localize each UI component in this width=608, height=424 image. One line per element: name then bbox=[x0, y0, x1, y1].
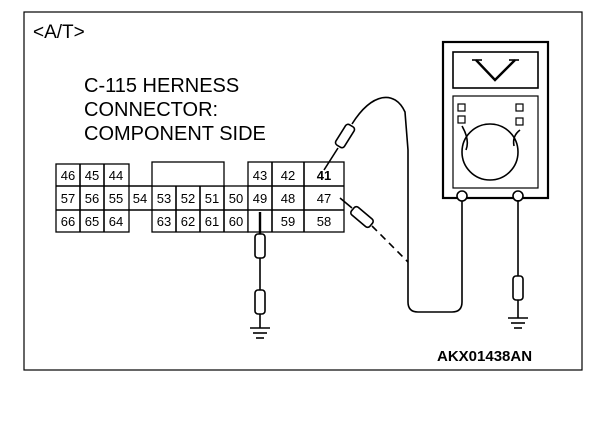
connector-title-line-2: CONNECTOR: bbox=[84, 99, 218, 121]
pin-label: 66 bbox=[61, 214, 75, 229]
pin-label: 53 bbox=[157, 191, 171, 206]
pin-label: 58 bbox=[317, 214, 331, 229]
probe-lead-pin-41 bbox=[323, 96, 463, 313]
meter-ground-lead bbox=[508, 200, 528, 329]
probe-tip bbox=[254, 233, 266, 259]
pin-label: 63 bbox=[157, 214, 171, 229]
meter-terminal-negative bbox=[512, 190, 524, 202]
connector-title-line-1: C-115 HERNESS bbox=[84, 75, 239, 97]
probe-tip bbox=[350, 205, 374, 229]
pin-label-41: 41 bbox=[317, 168, 331, 183]
pin-label: 55 bbox=[109, 191, 123, 206]
connector-latch bbox=[151, 161, 225, 187]
pin-label: 60 bbox=[229, 214, 243, 229]
pin-label: 64 bbox=[109, 214, 123, 229]
probe-lead-pin-47 bbox=[339, 197, 409, 263]
pin-label: 45 bbox=[85, 168, 99, 183]
pin-label: 51 bbox=[205, 191, 219, 206]
pin-label: 56 bbox=[85, 191, 99, 206]
connector-body-right bbox=[247, 161, 345, 233]
pin-label: 43 bbox=[253, 168, 267, 183]
harness-connector: 46 45 44 57 56 55 54 66 65 64 53 52 51 5… bbox=[55, 161, 345, 233]
pin-label: 54 bbox=[133, 191, 147, 206]
pin-label: 65 bbox=[85, 214, 99, 229]
probe-tip bbox=[512, 275, 524, 301]
connector-title-line-3: COMPONENT SIDE bbox=[84, 123, 266, 145]
pin-label: 48 bbox=[281, 191, 295, 206]
pin-label: 57 bbox=[61, 191, 75, 206]
connector-body-left bbox=[55, 163, 130, 233]
pin-label: 44 bbox=[109, 168, 123, 183]
ground-lead-pin-49 bbox=[250, 212, 270, 339]
pin-label: 50 bbox=[229, 191, 243, 206]
meter-display bbox=[452, 51, 539, 89]
pin-label: 46 bbox=[61, 168, 75, 183]
pin-label: 52 bbox=[181, 191, 195, 206]
pin-label-47: 47 bbox=[317, 191, 331, 206]
probe-tip bbox=[254, 289, 266, 315]
system-label: <A/T> bbox=[33, 22, 85, 43]
connector-title: C-115 HERNESS CONNECTOR: COMPONENT SIDE bbox=[84, 75, 266, 145]
figure-code: AKX01438AN bbox=[437, 348, 532, 365]
pin-label: 61 bbox=[205, 214, 219, 229]
pin-label: 42 bbox=[281, 168, 295, 183]
pin-label: 62 bbox=[181, 214, 195, 229]
diagram-frame bbox=[23, 11, 583, 371]
meter-panel bbox=[452, 95, 539, 189]
probe-tip bbox=[334, 123, 356, 149]
meter-dial-icon bbox=[461, 123, 519, 181]
pin-label-49: 49 bbox=[253, 191, 267, 206]
pin-label: 59 bbox=[281, 214, 295, 229]
meter-terminal-positive bbox=[456, 190, 468, 202]
voltage-symbol-icon bbox=[475, 59, 516, 82]
multimeter bbox=[441, 40, 550, 202]
